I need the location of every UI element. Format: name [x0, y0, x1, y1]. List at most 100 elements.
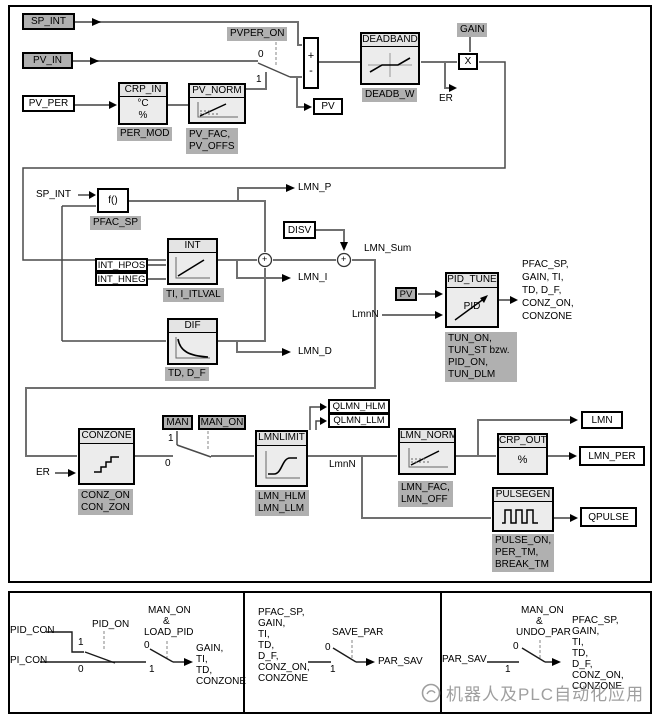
input-box-sp-int: SP_INT — [22, 13, 75, 30]
control-dashed-lines — [103, 42, 541, 661]
input-box-int-hneg: INT_HNEG — [95, 272, 148, 286]
crp-in-title: CRP_IN — [120, 84, 166, 97]
output-box-qlmn-hlm: QLMN_HLM — [328, 399, 390, 414]
p1-amp-label: & — [163, 616, 170, 627]
pid-on-label: PID_ON — [92, 619, 130, 630]
wire-f-out — [129, 200, 266, 252]
param-label-lmn-hlm-llm: LMN_HLM LMN_LLM — [255, 490, 309, 516]
block-lmn-norm: LMN_NORM — [398, 428, 456, 475]
wire-lmn-sum-route — [25, 259, 376, 457]
wire-disv — [316, 229, 345, 242]
lmn-p-label: LMN_P — [298, 182, 332, 193]
derivative-graph-icon — [175, 336, 210, 358]
arrow-lmn-d — [282, 348, 291, 356]
summation-circles — [257, 252, 352, 268]
wire-pid-con — [46, 631, 84, 653]
param-label-pfac-sp: PFAC_SP — [90, 216, 142, 230]
comparator-plus: + — [307, 49, 315, 62]
arrow-tune-out — [510, 296, 518, 304]
block-deadband: DEADBAND — [360, 32, 420, 85]
int-title: INT — [169, 240, 216, 253]
comparator-minus: - — [309, 64, 313, 77]
pid-con-label: PID_CON — [10, 625, 55, 636]
p1-contact-0a: 0 — [78, 664, 84, 675]
p2-param-list: PFAC_SP, GAIN, TI, TD, D_F, CONZ_ON, CON… — [258, 607, 310, 684]
arrow-er-conzone — [68, 469, 76, 477]
param-label-ti-itlval: TI, I_ITLVAL — [163, 288, 224, 302]
wire-er-gain-route — [22, 61, 506, 261]
wire-pulse-branch — [361, 456, 491, 519]
wire-lmn-p — [237, 187, 286, 201]
integrator-graph-icon — [175, 256, 210, 278]
signal-wires — [25, 21, 570, 519]
block-integrator: INT — [167, 238, 218, 285]
switch-arm-pid-on — [84, 651, 116, 664]
crp-in-celsius: °C — [137, 97, 149, 109]
param-label-lmn-fac-off: LMN_FAC, LMN_OFF — [398, 481, 453, 507]
crp-out-title: CRP_OUT — [499, 435, 546, 448]
switch-arm-load-pid — [149, 648, 174, 663]
param-label-gain: GAIN — [457, 23, 488, 37]
block-crp-in: CRP_IN °C % — [118, 82, 168, 125]
sum-circle-2 — [336, 252, 352, 268]
block-pv-norm: PV_NORM — [188, 83, 246, 124]
arrow-sp-int — [92, 18, 101, 26]
undo-par-label: UNDO_PAR — [516, 627, 571, 638]
p3-amp-label: & — [536, 616, 543, 627]
sum-circle-1 — [257, 252, 273, 268]
p2-par-sav-label: PAR_SAV — [378, 656, 423, 667]
p2-contact-1: 1 — [330, 664, 336, 675]
wire-qlmn-llm — [315, 420, 320, 430]
wire-norm-out — [246, 72, 267, 90]
input-box-man-on: MAN_ON — [198, 415, 246, 430]
param-label-pulse: PULSE_ON, PER_TM, BREAK_TM — [492, 534, 555, 572]
man-switch-1-label: 1 — [168, 433, 174, 444]
output-box-lmn-per: LMN_PER — [579, 446, 645, 466]
arrow-pv-out — [304, 103, 312, 111]
input-box-disv: DISV — [283, 221, 316, 239]
arrow-lmn-i — [282, 274, 291, 282]
output-box-qpulse: QPULSE — [580, 507, 637, 527]
arrow-disv-down — [340, 242, 348, 251]
arrow-sp-int-f — [89, 191, 96, 199]
input-box-int-hpos: INT_HPOS — [95, 258, 148, 272]
arrow-p1-out — [184, 658, 193, 666]
crp-in-percent: % — [138, 109, 148, 121]
p1-man-on-label: MAN_ON — [148, 605, 191, 616]
p1-contact-1b: 1 — [149, 664, 155, 675]
block-conzone: CONZONE — [78, 428, 135, 485]
arrow-p3-out — [552, 658, 561, 666]
setpoint-function-block: f() — [97, 188, 129, 213]
wire-lmn-d — [236, 341, 282, 353]
bottom-strip-frame — [8, 591, 652, 714]
block-crp-out: CRP_OUT % — [497, 433, 548, 475]
lmnn-tune-label: LmnN — [352, 309, 379, 320]
output-box-pv: PV — [313, 98, 343, 115]
tuning-arrow-icon — [454, 295, 488, 321]
limiter-graph-icon — [265, 451, 300, 479]
dif-title: DIF — [169, 320, 216, 333]
load-pid-label: LOAD_PID — [144, 627, 194, 638]
wire-dif-out — [218, 268, 266, 342]
p3-contact-0: 0 — [513, 641, 519, 652]
arrow-qpulse — [570, 514, 578, 522]
input-box-man: MAN — [162, 415, 193, 430]
er-signal-label: ER — [439, 93, 453, 104]
block-pid-tune: PID_TUNE PID — [445, 272, 499, 328]
param-label-per-mod: PER_MOD — [117, 127, 173, 141]
p3-par-sav-label: PAR_SAV — [442, 654, 487, 665]
switch-arm-man — [176, 444, 212, 458]
p3-man-on-label: MAN_ON — [521, 605, 564, 616]
block-derivative: DIF — [167, 318, 218, 365]
control-zone-step-icon — [94, 456, 119, 473]
deadband-graph-icon — [368, 52, 412, 77]
arrowheads — [68, 18, 578, 666]
gain-multiplier-block: X — [458, 53, 478, 70]
param-label-pv-fac-offs: PV_FAC, PV_OFFS — [186, 128, 238, 154]
param-label-td-df: TD, D_F — [165, 367, 209, 381]
lmnlimit-title: LMNLIMIT — [257, 432, 306, 446]
arrow-pv-per — [109, 101, 117, 109]
pid-tune-title: PID_TUNE — [447, 274, 497, 288]
